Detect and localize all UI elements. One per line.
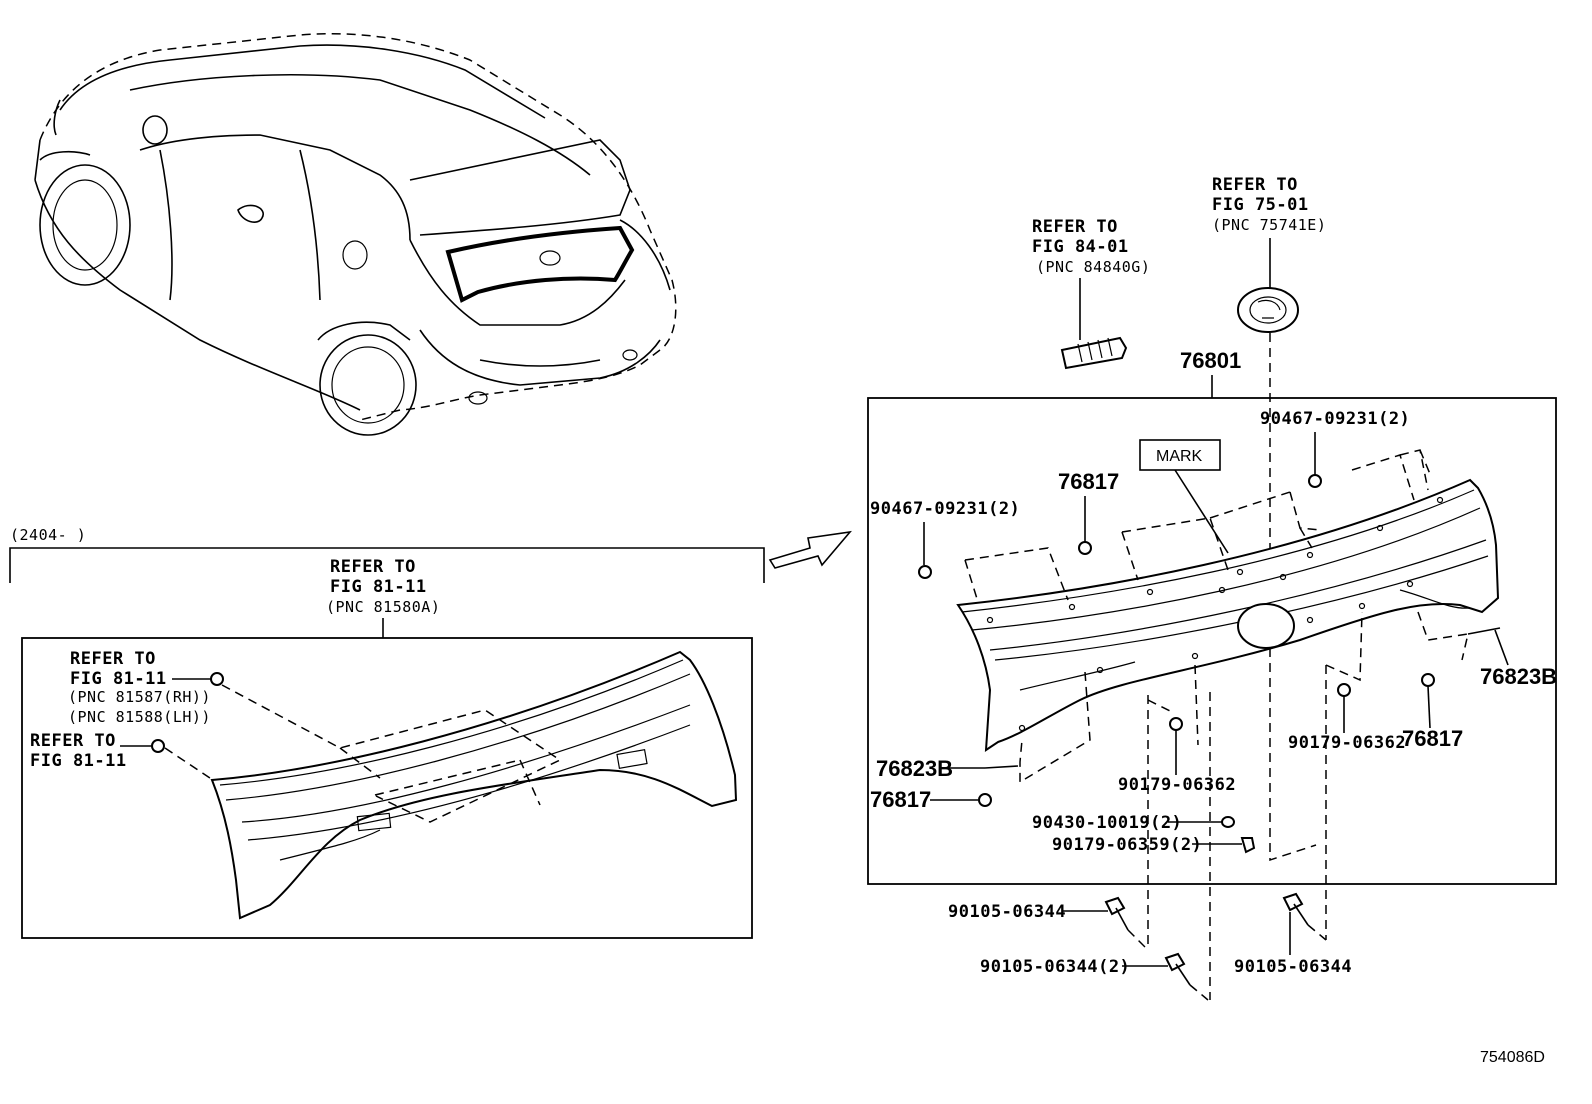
pointer-arrow (768, 530, 852, 569)
date-range: (2404- ) (10, 526, 86, 544)
refer-lamp-line1: REFER TO (1032, 217, 1118, 237)
garnish-right-view (956, 478, 1500, 752)
clip-90467-icon (918, 565, 932, 579)
label-76823b-right: 76823B (1480, 664, 1557, 689)
label-76817-upper: 76817 (1058, 469, 1119, 494)
emblem-icon (1237, 287, 1299, 333)
label-90105-06344-left: 90105-06344 (948, 902, 1066, 922)
refer-lamp-line2: FIG 84-01 (1032, 237, 1129, 257)
refer-lamp-line3: (PNC 84840G) (1036, 258, 1150, 276)
variant-bracket (9, 547, 765, 583)
refer-clip-rh-line4: (PNC 81588(LH)) (68, 708, 211, 726)
label-90179-06362-right: 90179-06362 (1288, 733, 1406, 753)
drawing-number: 754086D (1480, 1049, 1545, 1066)
refer-clip-rh-line2: FIG 81-11 (70, 669, 167, 689)
grommet-76817-icon (1078, 541, 1092, 555)
label-90467-09231-left: 90467-09231(2) (870, 499, 1020, 519)
refer-top-line3: (PNC 81580A) (326, 598, 440, 616)
mark-label: MARK (1156, 448, 1203, 465)
nut-90179-icon (1169, 717, 1183, 731)
left-panel: REFER TO FIG 81-11 (PNC 81580A) REFER TO… (21, 557, 753, 939)
nut-90179-icon (1240, 837, 1256, 854)
label-90467-09231-top: 90467-09231(2) (1260, 409, 1410, 429)
label-76817-right: 76817 (1402, 726, 1463, 751)
lamp-reference: REFER TO FIG 84-01 (PNC 84840G) (1032, 217, 1150, 370)
right-panel-frame (867, 397, 1557, 885)
clip-icon (210, 672, 224, 686)
refer-clip-line2: FIG 81-11 (30, 751, 127, 771)
bolt-icon (1164, 952, 1191, 986)
nut-90179-icon (1337, 683, 1351, 697)
refer-emblem-line1: REFER TO (1212, 175, 1298, 195)
grommet-76817-icon (1421, 673, 1435, 687)
refer-top-line2: FIG 81-11 (330, 577, 427, 597)
label-90105-06344-right: 90105-06344 (1234, 957, 1352, 977)
bolt-icon (1104, 896, 1129, 931)
bolt-icon (1282, 892, 1309, 926)
vehicle-illustration (34, 33, 677, 436)
label-76801: 76801 (1180, 348, 1241, 373)
washer-icon (1221, 816, 1235, 828)
mark-box (1139, 439, 1221, 471)
refer-clip-rh-line3: (PNC 81587(RH)) (68, 688, 211, 706)
refer-emblem-line2: FIG 75-01 (1212, 195, 1309, 215)
refer-emblem-line3: (PNC 75741E) (1212, 216, 1326, 234)
label-76823b-left: 76823B (876, 756, 953, 781)
grommet-76817-icon (978, 793, 992, 807)
label-90430-10019: 90430-10019(2) (1032, 813, 1182, 833)
label-90105-06344-center: 90105-06344(2) (980, 957, 1130, 977)
refer-clip-line1: REFER TO (30, 731, 116, 751)
clip-90467-icon (1308, 474, 1322, 488)
emblem-reference: REFER TO FIG 75-01 (PNC 75741E) (1212, 175, 1326, 333)
label-90179-06362-center: 90179-06362 (1118, 775, 1236, 795)
license-lamp-icon (1060, 336, 1128, 370)
left-panel-frame (21, 637, 753, 939)
refer-top-line1: REFER TO (330, 557, 416, 577)
clip-icon (151, 739, 165, 753)
garnish-left-view (210, 650, 738, 920)
label-90179-06359: 90179-06359(2) (1052, 835, 1202, 855)
refer-clip-rh-line1: REFER TO (70, 649, 156, 669)
label-76817-left: 76817 (870, 787, 931, 812)
